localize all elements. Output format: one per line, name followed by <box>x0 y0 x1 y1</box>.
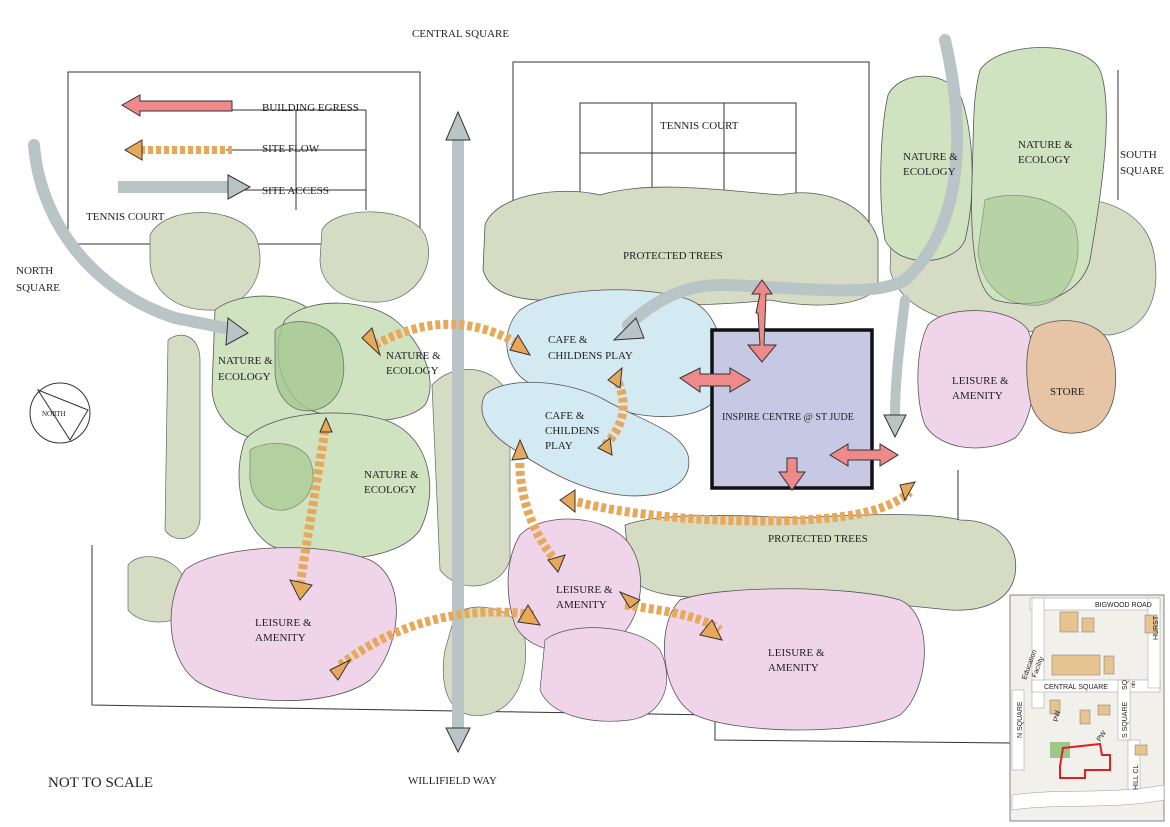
inset-site-outline <box>1059 742 1111 779</box>
cafe-play-zones <box>481 289 724 497</box>
site-access-south-square <box>622 34 964 331</box>
inset-sq: SQ <box>1122 679 1129 690</box>
legend-site-access-label: SITE ACCESS <box>262 185 329 197</box>
label-south-square-2: SQUARE <box>1120 165 1164 177</box>
label-nature-5-line1: NATURE & <box>1018 139 1073 151</box>
label-not-to-scale: NOT TO SCALE <box>48 775 153 791</box>
label-leisure-2-line2: AMENITY <box>556 599 607 611</box>
site-access-north-square <box>28 139 241 336</box>
inset-hurst: HURST <box>1153 615 1160 640</box>
leisure-zone-3 <box>664 588 925 731</box>
site-flow-2 <box>295 429 330 586</box>
label-cafe-2-line3: PLAY <box>545 440 573 452</box>
label-cafe-1-line1: CAFE & <box>548 334 588 346</box>
cafe-zone-2 <box>481 381 690 497</box>
label-cafe-1-line2: CHILDENS PLAY <box>548 350 633 362</box>
inset-n-square: N SQUARE <box>1017 701 1024 738</box>
label-willifield-way: WILLIFIELD WAY <box>408 775 497 787</box>
legend-site-flow-label: SITE FLOW <box>262 143 320 155</box>
label-leisure-1-line1: LEISURE & <box>255 617 312 629</box>
label-tennis-court-top: TENNIS COURT <box>660 120 739 132</box>
legend-site-access: SITE ACCESS <box>118 174 329 200</box>
label-leisure-3-line2: AMENITY <box>768 662 819 674</box>
site-access-arrows <box>28 34 964 754</box>
label-central-square: CENTRAL SQUARE <box>412 28 509 40</box>
legend-flow-swatch <box>124 139 143 161</box>
inset-hill-cl: HILL CL <box>1133 764 1140 790</box>
inset-central-square: CENTRAL SQUARE <box>1044 684 1108 691</box>
label-nature-2-line1: NATURE & <box>386 350 441 362</box>
store-zone <box>1026 320 1117 434</box>
site-flow-heads <box>289 327 916 681</box>
site-flow-3 <box>337 607 536 669</box>
label-leisure-4-line2: AMENITY <box>952 390 1003 402</box>
leisure-zone-4 <box>917 310 1035 449</box>
label-store: STORE <box>1050 386 1085 398</box>
label-cafe-2-line1: CAFE & <box>545 410 585 422</box>
label-nature-3-line1: NATURE & <box>364 469 419 481</box>
leisure-amenity-zones <box>170 310 1117 731</box>
label-nature-1-line2: ECOLOGY <box>218 371 271 383</box>
north-arrow: NORTH <box>29 382 91 444</box>
legend-site-flow: SITE FLOW <box>124 139 320 161</box>
egress-north <box>746 279 778 363</box>
site-flow-4 <box>515 454 559 563</box>
inset-pw-1: PW <box>1053 710 1062 723</box>
label-nature-2-line2: ECOLOGY <box>386 365 439 377</box>
label-north-square-1: NORTH <box>16 265 53 277</box>
north-arrow-label: NORTH <box>42 410 66 418</box>
legend: BUILDING EGRESS SITE FLOW SITE ACCESS <box>118 94 359 200</box>
label-leisure-3-line1: LEISURE & <box>768 647 825 659</box>
label-tennis-court-left: TENNIS COURT <box>86 211 165 223</box>
site-flow-arrows <box>295 319 913 669</box>
building-egress-arrows <box>679 279 899 491</box>
label-nature-5-line2: ECOLOGY <box>1018 154 1071 166</box>
label-south-square-1: SOUTH <box>1120 149 1157 161</box>
legend-access-swatch <box>227 174 252 200</box>
label-north-square-2: SQUARE <box>16 282 60 294</box>
legend-building-egress: BUILDING EGRESS <box>121 94 359 117</box>
label-leisure-4-line1: LEISURE & <box>952 375 1009 387</box>
site-boundary-south-west <box>91 545 521 713</box>
legend-egress-swatch <box>121 94 233 117</box>
legend-building-egress-label: BUILDING EGRESS <box>262 102 359 114</box>
label-nature-1-line1: NATURE & <box>218 355 273 367</box>
inset-location-map: BIGWOOD ROAD HURST Education Facility CE… <box>1009 594 1165 822</box>
label-protected-trees-bottom: PROTECTED TREES <box>768 533 868 545</box>
label-cafe-2-line2: CHILDENS <box>545 425 599 437</box>
site-flow-6 <box>568 488 913 526</box>
label-leisure-1-line2: AMENITY <box>255 632 306 644</box>
inset-bigwood-road: BIGWOOD ROAD <box>1095 602 1152 609</box>
label-nature-3-line2: ECOLOGY <box>364 484 417 496</box>
label-protected-trees-top: PROTECTED TREES <box>623 250 723 262</box>
egress-south <box>778 457 806 491</box>
site-flow-7 <box>601 372 628 449</box>
label-inspire-centre: INSPIRE CENTRE @ ST JUDE <box>722 412 854 423</box>
nature-ecology-zones <box>211 47 1107 559</box>
label-nature-4-line1: NATURE & <box>903 151 958 163</box>
site-flow-1 <box>372 319 523 349</box>
egress-east <box>829 443 899 467</box>
inset-s-square: S SQUARE <box>1122 701 1129 738</box>
label-nature-4-line2: ECOLOGY <box>903 166 956 178</box>
inset-nth: nth <box>1131 681 1137 688</box>
egress-west <box>679 367 751 393</box>
map-labels: CENTRAL SQUARE WILLIFIELD WAY NORTH SQUA… <box>16 28 1164 791</box>
label-leisure-2-line1: LEISURE & <box>556 584 613 596</box>
